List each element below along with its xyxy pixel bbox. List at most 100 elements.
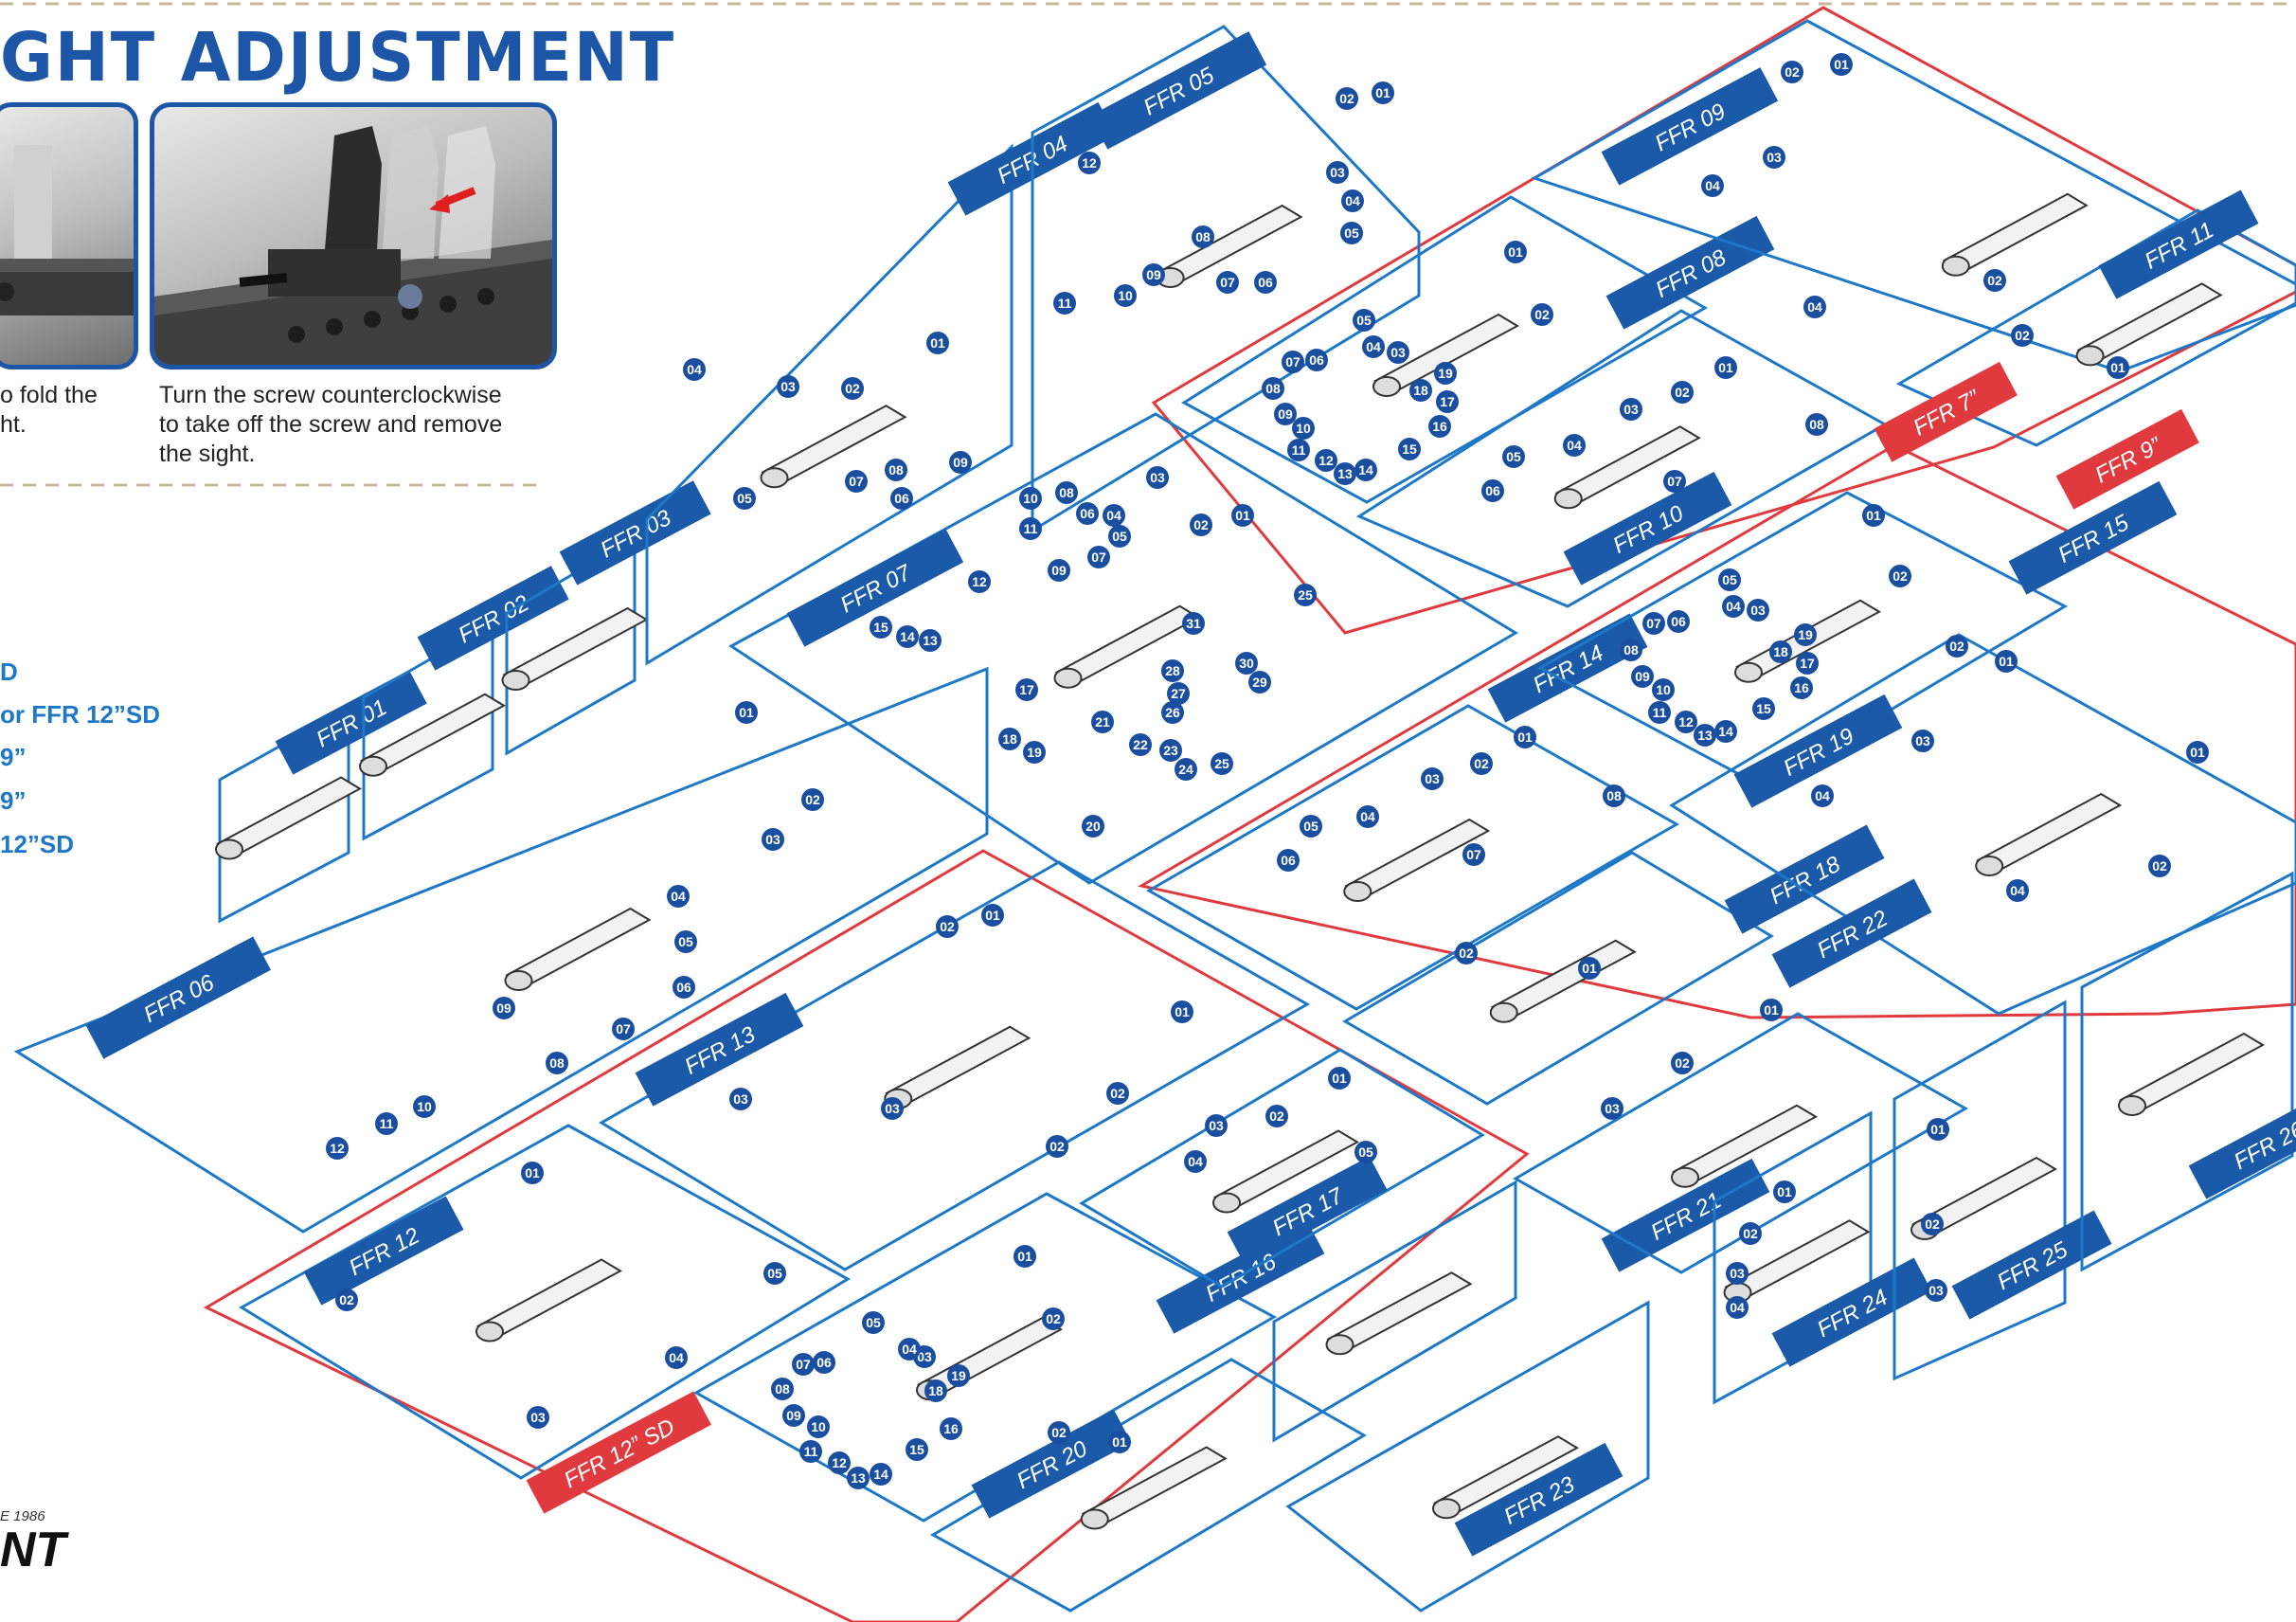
callout-dot bbox=[1563, 434, 1586, 457]
callout-dot bbox=[1277, 849, 1300, 872]
part-callout: 07 bbox=[612, 1018, 635, 1040]
part-callout: 02 bbox=[2148, 855, 2171, 877]
callout-number: 19 bbox=[1027, 745, 1042, 760]
callout-dot bbox=[1983, 269, 2006, 292]
callout-number: 02 bbox=[940, 919, 955, 934]
part-callout: 04 bbox=[667, 885, 690, 908]
part-callout: 06 bbox=[890, 487, 913, 510]
part-callout: 01 bbox=[1862, 504, 1885, 527]
callout-dot bbox=[1184, 1150, 1207, 1173]
part-callout: 02 bbox=[1781, 61, 1803, 83]
sight-photo-icon bbox=[0, 145, 134, 315]
part-callout: 25 bbox=[1211, 752, 1233, 775]
callout-dot bbox=[1790, 676, 1813, 699]
part-callout: 30 bbox=[1235, 652, 1258, 675]
callout-dot bbox=[1328, 1067, 1351, 1090]
callout-number: 07 bbox=[616, 1021, 631, 1036]
callout-dot bbox=[792, 1353, 815, 1376]
part-callout: 01 bbox=[1714, 356, 1737, 379]
callout-dot bbox=[1387, 341, 1409, 364]
part-callout: 05 bbox=[1718, 568, 1741, 591]
callout-number: 01 bbox=[1718, 360, 1733, 375]
callout-dot bbox=[1042, 1307, 1065, 1330]
callout-number: 03 bbox=[1623, 402, 1639, 417]
callout-number: 01 bbox=[1112, 1434, 1127, 1450]
part-callout: 05 bbox=[1354, 1141, 1377, 1163]
panel-border bbox=[1892, 1000, 2067, 1381]
callout-dot bbox=[1781, 61, 1803, 83]
panel-tag: FFR 07 bbox=[786, 529, 964, 647]
panel-tag-bg bbox=[2008, 480, 2178, 595]
callout-number: 03 bbox=[885, 1101, 900, 1116]
part-callout: 02 bbox=[1048, 1421, 1070, 1444]
part-callout: 03 bbox=[1925, 1279, 1947, 1302]
group-outline-1 bbox=[1151, 6, 2296, 635]
part-callout: 16 bbox=[1790, 676, 1813, 699]
part-callout: 02 bbox=[841, 377, 864, 400]
part-callout: 02 bbox=[936, 915, 959, 938]
part-callout: 19 bbox=[947, 1364, 970, 1387]
panel-tag-bg bbox=[1771, 1257, 1932, 1367]
part-callout: 01 bbox=[2107, 356, 2129, 379]
callout-number: 06 bbox=[1485, 483, 1500, 498]
part-sketch-end bbox=[1489, 1001, 1518, 1023]
callout-number: 07 bbox=[1667, 474, 1682, 489]
part-callout: 06 bbox=[1305, 349, 1328, 371]
panel-border bbox=[1272, 1180, 1517, 1443]
callout-number: 08 bbox=[549, 1055, 565, 1071]
panel-border bbox=[1181, 195, 1709, 504]
callout-number: 14 bbox=[1718, 724, 1733, 739]
callout-dot bbox=[612, 1018, 635, 1040]
callout-dot bbox=[1019, 487, 1042, 510]
panel-border bbox=[1285, 1300, 1650, 1613]
callout-dot bbox=[1481, 479, 1504, 502]
part-callout: 03 bbox=[762, 828, 784, 851]
callout-dot bbox=[733, 487, 756, 510]
panel-tag-bg bbox=[417, 566, 569, 671]
callout-dot bbox=[1046, 1135, 1068, 1158]
part-callout: 10 bbox=[1019, 487, 1042, 510]
callout-dot bbox=[667, 885, 690, 908]
callout-number: 15 bbox=[1756, 701, 1771, 716]
panel-ffr01: FFR 01 bbox=[215, 670, 427, 924]
callout-number: 01 bbox=[1930, 1122, 1946, 1137]
panel-tag-bg bbox=[1454, 1442, 1623, 1557]
callout-dot bbox=[1409, 379, 1432, 402]
callout-dot bbox=[1398, 438, 1421, 460]
part-callout: 09 bbox=[493, 997, 515, 1019]
callout-number: 13 bbox=[1337, 466, 1353, 481]
callout-number: 03 bbox=[1750, 603, 1766, 618]
caption-right-line-2: to take off the screw and remove bbox=[159, 411, 503, 438]
callout-number: 05 bbox=[1356, 313, 1372, 328]
part-callout: 08 bbox=[546, 1052, 568, 1074]
callout-number: 07 bbox=[1091, 550, 1106, 565]
part-callout: 29 bbox=[1248, 671, 1271, 694]
callout-dot bbox=[924, 1379, 947, 1402]
callout-number: 03 bbox=[1209, 1118, 1224, 1133]
callout-dot bbox=[1921, 1213, 1944, 1235]
callout-number: 08 bbox=[1195, 229, 1211, 244]
callout-number: 09 bbox=[1146, 267, 1161, 282]
callout-dot bbox=[1262, 377, 1284, 400]
callout-number: 28 bbox=[1165, 663, 1180, 678]
callout-number: 18 bbox=[1002, 731, 1017, 747]
photo-remove-sight bbox=[150, 102, 557, 369]
callout-dot bbox=[870, 616, 892, 639]
panel-tag-bg bbox=[2188, 1090, 2296, 1199]
callout-dot bbox=[1726, 1262, 1749, 1285]
callout-dot bbox=[1274, 403, 1297, 425]
callout-dot bbox=[1142, 263, 1165, 286]
callout-dot bbox=[1642, 612, 1665, 635]
callout-dot bbox=[1082, 815, 1104, 838]
part-callout: 02 bbox=[1889, 565, 1911, 587]
callout-number: 04 bbox=[1360, 809, 1375, 824]
callout-number: 07 bbox=[1646, 616, 1661, 631]
panel-tag-bg bbox=[1089, 31, 1267, 150]
callout-dot bbox=[898, 1338, 921, 1361]
callout-number: 19 bbox=[1438, 366, 1453, 381]
callout-number: 12 bbox=[1318, 453, 1334, 468]
callout-number: 04 bbox=[1366, 339, 1381, 354]
